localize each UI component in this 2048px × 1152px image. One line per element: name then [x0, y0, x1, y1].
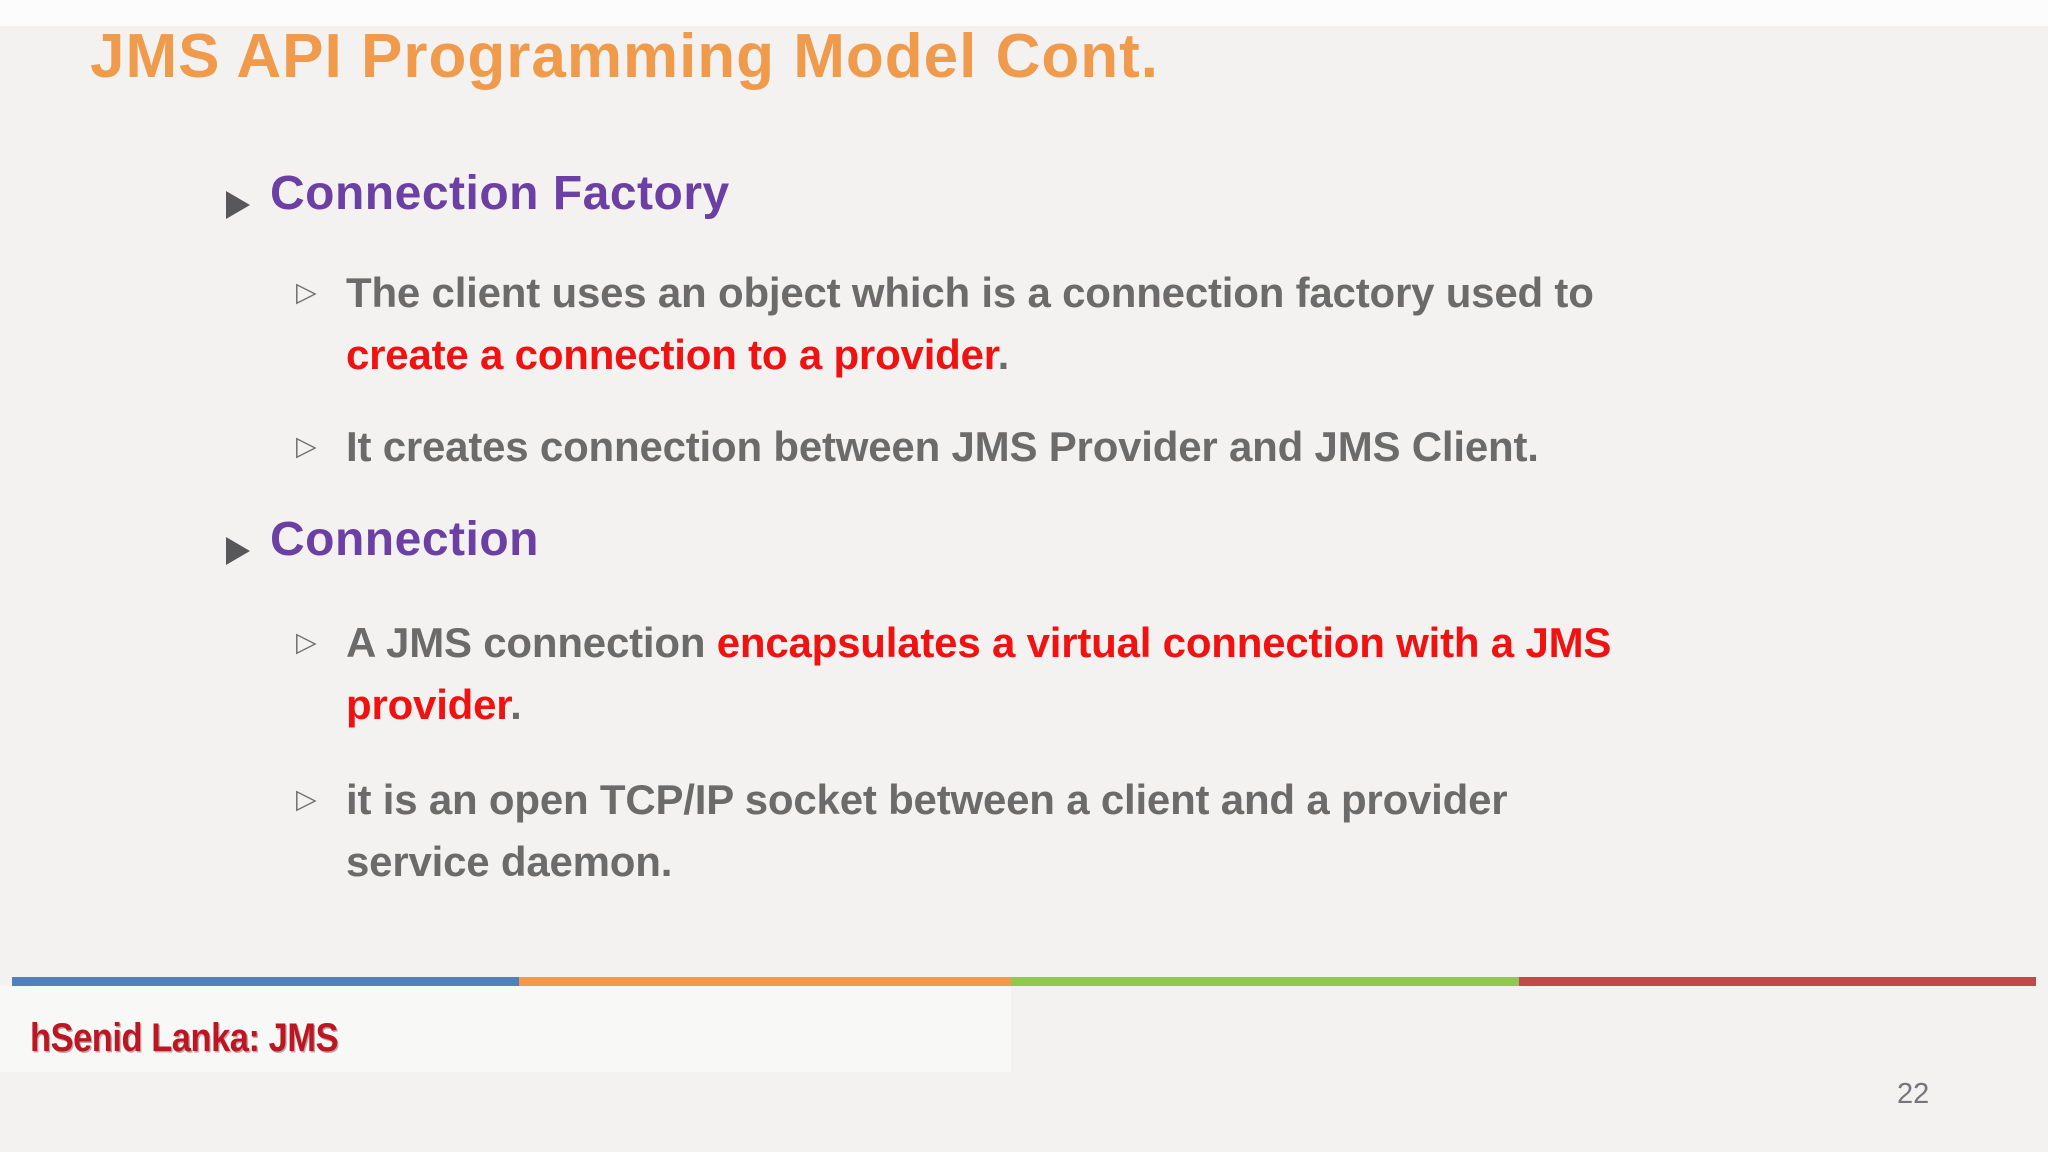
top-white-strip: [0, 0, 2048, 26]
text-segment: .: [997, 331, 1010, 378]
accent-bar-segment-orange: [519, 977, 1011, 986]
accent-bar-segment-red: [1519, 977, 2036, 986]
list-item-text: It creates connection between JMS Provid…: [346, 416, 1539, 478]
hollow-triangle-bullet-icon: ▷: [296, 431, 317, 462]
section-heading-label: Connection Factory: [270, 167, 730, 220]
text-segment-emphasis: create a connection to a provider: [346, 331, 998, 378]
hollow-triangle-bullet-icon: ▷: [296, 627, 317, 658]
list-item: ▷ It creates connection between JMS Prov…: [296, 416, 1539, 478]
text-segment: .: [510, 681, 522, 728]
slide-title: JMS API Programming Model Cont.: [90, 22, 1159, 91]
footer-label: hSenid Lanka: JMS: [30, 1016, 339, 1060]
hollow-triangle-bullet-icon: ▷: [296, 277, 317, 308]
list-item-text: it is an open TCP/IP socket between a cl…: [346, 769, 1508, 893]
triangle-bullet-icon: [226, 191, 250, 219]
text-segment: The client uses an object which is a con…: [346, 269, 1594, 316]
text-segment: service daemon.: [346, 838, 673, 885]
accent-color-bar: [12, 977, 2036, 986]
text-segment: It creates connection between JMS Provid…: [346, 423, 1539, 470]
footer-highlight-panel: [0, 986, 1011, 1072]
text-segment-emphasis: provider: [346, 681, 511, 728]
hollow-triangle-bullet-icon: ▷: [296, 784, 317, 815]
list-item: ▷ The client uses an object which is a c…: [296, 262, 1594, 386]
section-heading-connection-factory: Connection Factory: [226, 164, 730, 224]
accent-bar-segment-blue: [12, 977, 519, 986]
section-heading-connection: Connection: [226, 510, 539, 570]
triangle-bullet-icon: [226, 537, 250, 565]
section-heading-label: Connection: [270, 513, 539, 566]
accent-bar-segment-green: [1011, 977, 1519, 986]
text-segment: A JMS connection: [346, 619, 717, 666]
list-item: ▷ it is an open TCP/IP socket between a …: [296, 769, 1508, 893]
text-segment: it is an open TCP/IP socket between a cl…: [346, 776, 1508, 823]
text-segment-emphasis: encapsulates a virtual connection with a…: [716, 619, 1612, 666]
page-number: 22: [1897, 1078, 1930, 1110]
list-item-text: A JMS connection encapsulates a virtual …: [346, 612, 1611, 736]
list-item: ▷ A JMS connection encapsulates a virtua…: [296, 612, 1611, 736]
list-item-text: The client uses an object which is a con…: [346, 262, 1594, 386]
